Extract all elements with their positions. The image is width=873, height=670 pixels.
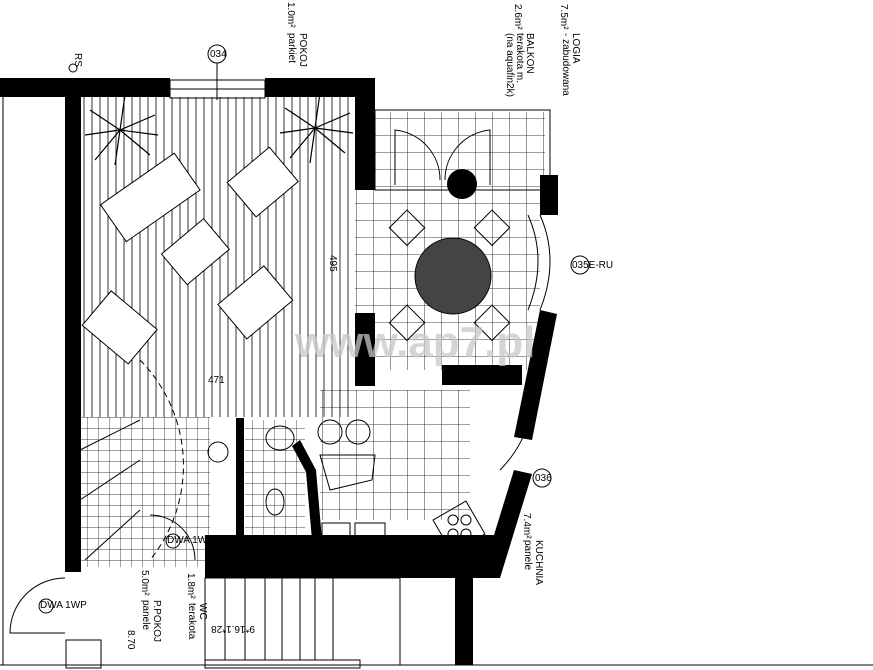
shower-icon [207, 441, 229, 463]
svg-text:terakota: terakota [186, 603, 197, 640]
watermark: www.ap7.pl [294, 318, 535, 367]
door-marker-2 [38, 598, 54, 614]
dining-table [414, 237, 492, 315]
room-label-kuchnia: 7.4m² KUCHNIA panele [521, 513, 544, 585]
svg-text:parkiet: parkiet [286, 33, 297, 63]
wc-floor [245, 420, 305, 535]
living-furniture [81, 146, 299, 365]
svg-text:2.6m²: 2.6m² [512, 4, 523, 30]
chairs [388, 209, 511, 342]
plant-icon [84, 92, 354, 166]
room-label-ppokoj: 5.0m² P.POKOJ panele [139, 570, 162, 642]
svg-text:KUCHNIA: KUCHNIA [533, 540, 544, 585]
room-label-pokoj: 1.0m² POKOJ parkiet [285, 2, 308, 67]
svg-text:5.0m²: 5.0m² [139, 570, 150, 596]
svg-text:1.0m²: 1.0m² [285, 2, 296, 28]
dimension-height: 495 [327, 255, 338, 272]
hall-floor [80, 417, 210, 567]
svg-text:7.5m²: 7.5m² [558, 4, 569, 30]
door-label-2: DWA 1WP [40, 600, 87, 611]
window-label-top: 034 [210, 49, 227, 60]
svg-text:1.8m²: 1.8m² [185, 573, 196, 599]
window-marker-kitchen [532, 468, 552, 488]
svg-text:POKOJ: POKOJ [297, 33, 308, 67]
level-label: 8.70 [125, 630, 136, 650]
svg-text:panele: panele [140, 600, 151, 630]
svg-text:P.POKOJ: P.POKOJ [151, 600, 162, 642]
svg-text:LOGIA: LOGIA [570, 33, 581, 64]
svg-text:BALKON: BALKON [524, 33, 535, 74]
window-label-kitchen: 036 [535, 473, 552, 484]
svg-text:- zabudowana: - zabudowana [560, 33, 571, 96]
door-label-1: DWA 1WP [167, 535, 214, 546]
svg-text:panele: panele [522, 540, 533, 570]
sink-icon [321, 522, 351, 554]
stairs-label: 9*16.1*28 [211, 623, 255, 634]
toilet-icon [265, 488, 285, 516]
room-label-balkon: 2.6m² BALKON terakota m. (na aquafin2k) [504, 4, 535, 97]
dimension-width: 471 [208, 375, 225, 386]
walls [0, 78, 558, 665]
washbasin-icon [265, 425, 295, 451]
svg-text:WC: WC [197, 603, 208, 620]
window-marker-right [570, 255, 590, 275]
svg-text:(na aquafin2k): (na aquafin2k) [504, 33, 515, 97]
svg-text:7.4m²: 7.4m² [521, 513, 532, 539]
staircase [0, 97, 873, 669]
svg-text:terakota m.: terakota m. [514, 33, 525, 83]
column [447, 169, 477, 199]
rs-label: RS [72, 53, 83, 67]
door-marker-1 [165, 533, 181, 549]
rs-marker [68, 63, 78, 73]
window-label-right: 035E-RU [572, 260, 613, 271]
room-label-wc: 1.8m² WC terakota [185, 573, 208, 640]
stove-icon [432, 500, 486, 554]
room-label-logia: 7.5m² LOGIA - zabudowana [558, 4, 581, 96]
